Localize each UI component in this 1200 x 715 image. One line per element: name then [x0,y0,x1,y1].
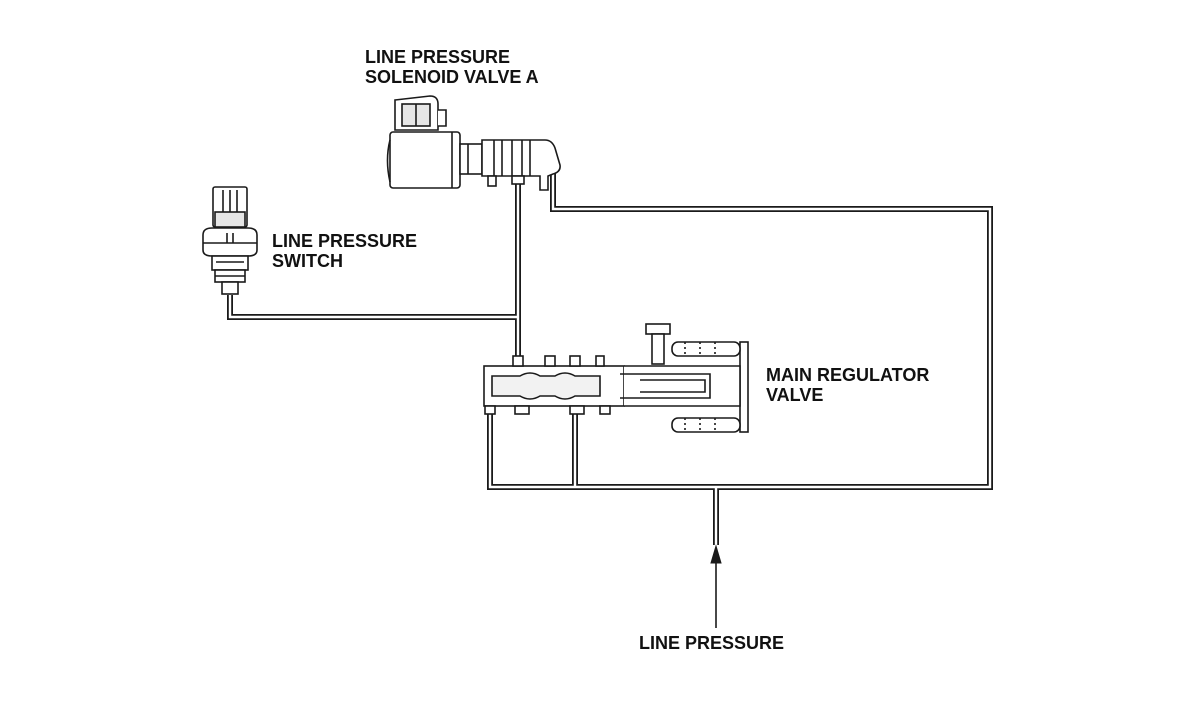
line-pressure-switch-icon [202,186,258,295]
pipe-solenoid-to-regulator-loop [550,172,993,490]
main-regulator-valve-label: MAIN REGULATOR VALVE [766,365,929,405]
pressure-switch-label: LINE PRESSURE SWITCH [272,231,417,271]
solenoid-valve-label: LINE PRESSURE SOLENOID VALVE A [365,47,539,87]
main-regulator-valve-icon [483,323,749,433]
hydraulic-lines [227,172,993,545]
line-pressure-label-text: LINE PRESSURE [639,633,785,653]
solenoid-valve-label-line2: SOLENOID VALVE A [365,67,539,87]
main-regulator-valve-label-line1: MAIN REGULATOR [766,365,930,385]
pressure-switch-label-line2: SWITCH [272,251,343,271]
line-pressure-arrow [710,544,722,628]
line-pressure-label: LINE PRESSURE [639,633,784,653]
pressure-switch-label-line1: LINE PRESSURE [272,231,418,251]
pipe-switch-line [227,295,518,320]
line-pressure-solenoid-valve-a-icon [386,95,561,191]
hydraulic-lines-inner [228,172,992,545]
solenoid-valve-label-line1: LINE PRESSURE [365,47,511,67]
main-regulator-valve-label-line2: VALVE [766,385,824,405]
